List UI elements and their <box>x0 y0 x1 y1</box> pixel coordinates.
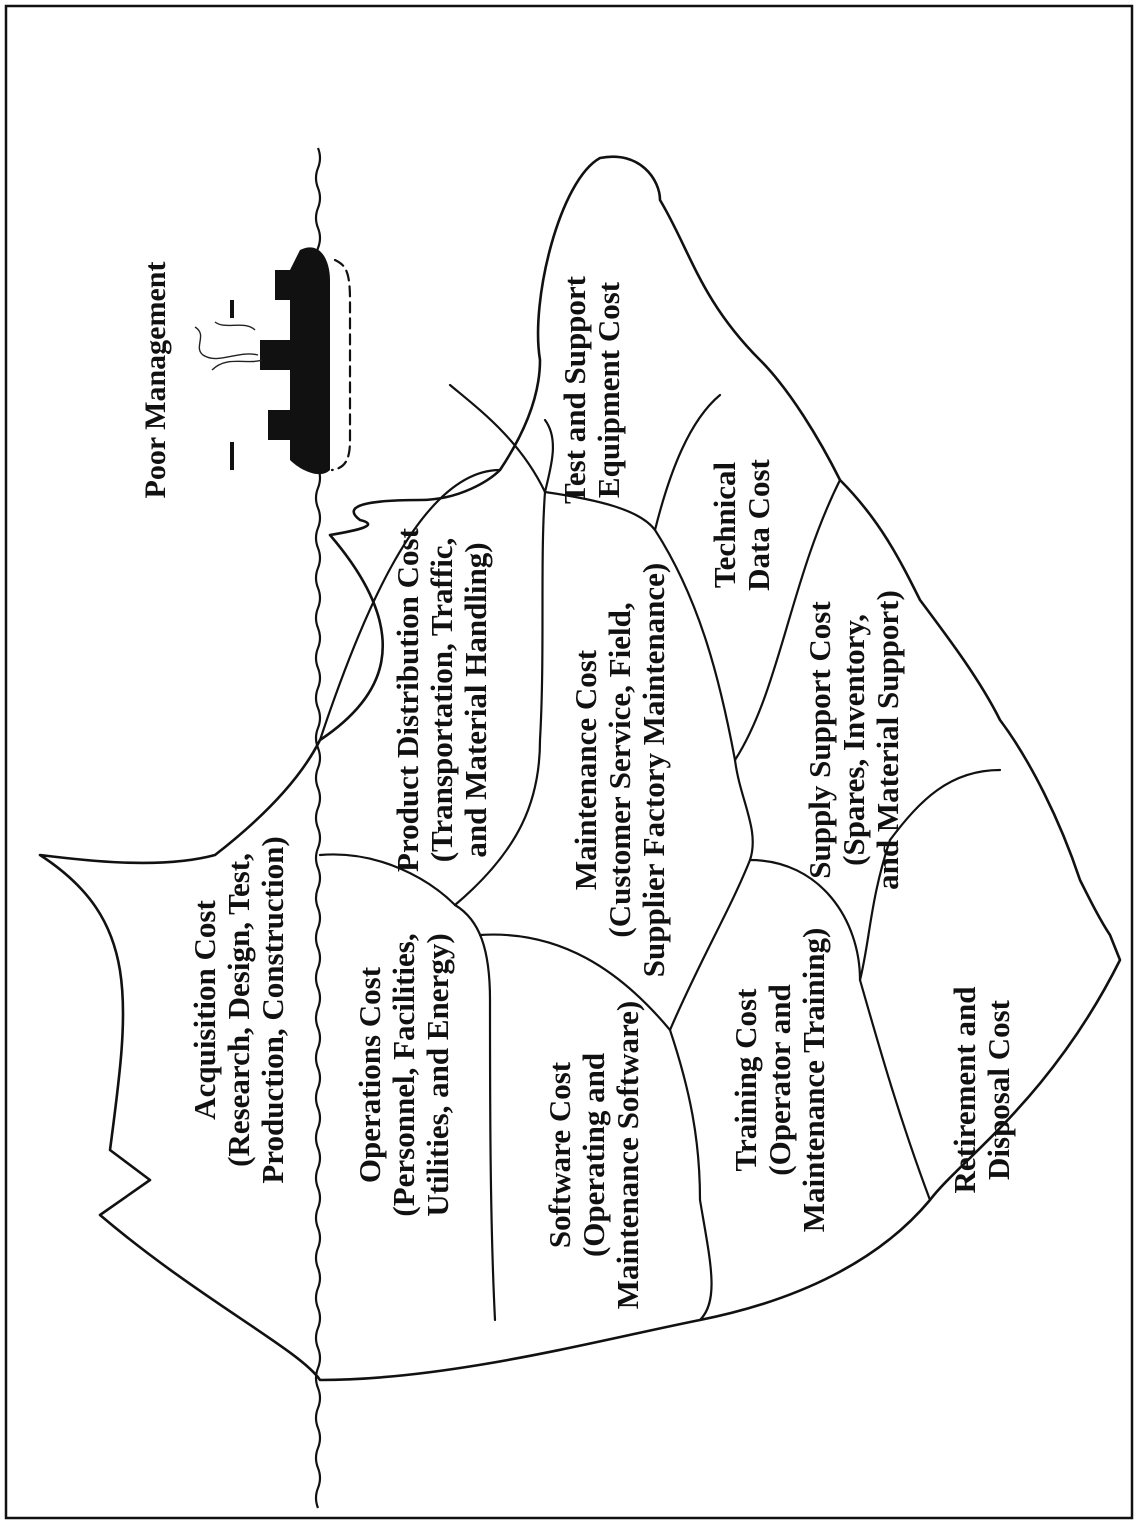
divider-product-top <box>318 468 502 742</box>
acquisition-line-1: Acquisition Cost <box>187 900 222 1120</box>
divider-software-maintenance <box>478 933 672 1032</box>
training-line-3: Maintenance Training) <box>796 928 831 1233</box>
divider-test-product <box>448 383 547 494</box>
training-line-2: (Operator and <box>762 984 797 1175</box>
label-maintenance: Maintenance Cost (Customer Service, Fiel… <box>568 563 671 977</box>
ship-hull-bracket <box>330 258 352 472</box>
supply-line-1: Supply Support Cost <box>802 601 837 879</box>
supply-line-2: (Spares, Inventory, <box>836 614 871 866</box>
ship-icon <box>194 247 352 475</box>
technical-line-2: Data Cost <box>741 458 776 590</box>
operations-line-1: Operations Cost <box>352 966 387 1183</box>
test-line-2: Equipment Cost <box>591 281 626 498</box>
maintenance-line-2: (Customer Service, Field, <box>602 602 637 937</box>
divider-tech-supply <box>733 478 842 762</box>
divider-tech-test <box>653 393 722 532</box>
test-line-1: Test and Support <box>557 275 592 504</box>
label-supply-support: Supply Support Cost (Spares, Inventory, … <box>802 590 905 890</box>
label-software: Software Cost (Operating and Maintenance… <box>542 1001 645 1310</box>
divider-supply-retirement <box>858 768 1002 982</box>
label-operations: Operations Cost (Personnel, Facilities, … <box>352 933 455 1216</box>
label-product-distribution: Product Distribution Cost (Transportatio… <box>390 527 493 872</box>
technical-line-1: Technical <box>707 461 742 588</box>
supply-line-3: and Material Support) <box>870 590 905 890</box>
software-line-3: Maintenance Software) <box>610 1001 645 1310</box>
poor-management-label: Poor Management <box>139 262 172 499</box>
divider-maintenance-lower <box>668 758 754 1032</box>
training-line-1: Training Cost <box>728 988 763 1172</box>
product-line-1: Product Distribution Cost <box>390 527 425 872</box>
operations-line-2: (Personnel, Facilities, <box>386 933 421 1216</box>
divider-operations-product <box>318 853 457 907</box>
maintenance-line-3: Supplier Factory Maintenance) <box>636 563 671 977</box>
divider-product-maintenance <box>453 418 554 907</box>
acquisition-line-3: Production, Construction) <box>255 836 290 1183</box>
maintenance-line-1: Maintenance Cost <box>568 649 603 890</box>
label-technical-data: Technical Data Cost <box>707 458 776 590</box>
software-line-1: Software Cost <box>542 1061 577 1248</box>
label-test-support: Test and Support Equipment Cost <box>557 275 626 504</box>
software-line-2: (Operating and <box>576 1053 611 1257</box>
figure-frame <box>4 4 1134 1520</box>
product-line-3: and Material Handling) <box>458 542 493 857</box>
divider-software-training <box>668 1028 713 1322</box>
divider-operations-software <box>453 903 497 1322</box>
label-retirement: Retirement and Disposal Cost <box>947 987 1016 1194</box>
iceberg-outline <box>38 155 1122 1382</box>
divider-training-retirement <box>748 858 932 1202</box>
retirement-line-1: Retirement and <box>947 987 982 1194</box>
divider-maintenance-tech <box>543 490 737 762</box>
acquisition-line-2: (Research, Design, Test, <box>221 853 256 1167</box>
label-training: Training Cost (Operator and Maintenance … <box>728 928 831 1233</box>
retirement-line-2: Disposal Cost <box>981 999 1016 1180</box>
label-acquisition: Acquisition Cost (Research, Design, Test… <box>187 836 290 1183</box>
product-line-2: (Transportation, Traffic, <box>424 538 459 863</box>
poor-management-text: Poor Management <box>139 262 172 499</box>
operations-line-3: Utilities, and Energy) <box>420 933 455 1216</box>
